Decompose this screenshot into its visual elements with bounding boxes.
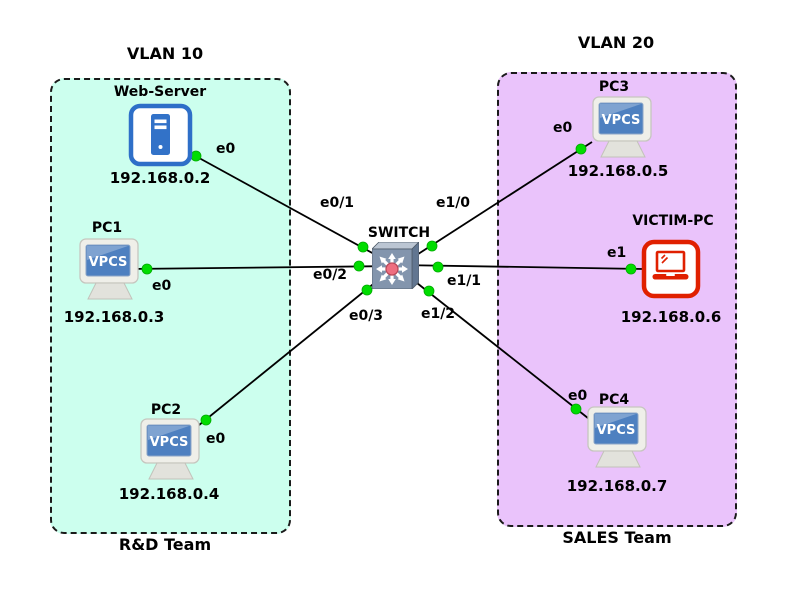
pc4-icon[interactable]: VPCS — [586, 406, 650, 472]
web-server-ip: 192.168.0.2 — [109, 169, 211, 187]
vlan20-team-label: SALES Team — [562, 528, 672, 547]
port-status-dot-pc4-e0 — [570, 403, 582, 415]
web-server-icon[interactable] — [128, 103, 193, 171]
pc3-ip: 192.168.0.5 — [567, 162, 669, 180]
pc4-name: PC4 — [598, 392, 630, 408]
pc1-icon[interactable]: VPCS — [78, 238, 142, 304]
pc2-port-label: e0 — [206, 431, 226, 447]
port-status-dot-switch-e0-2 — [353, 260, 365, 272]
web-server-port-label: e0 — [216, 141, 236, 157]
switch-name: SWITCH — [367, 225, 431, 241]
victim-pc-name: VICTIM-PC — [632, 213, 714, 229]
vpcs-screen-label: VPCS — [602, 113, 641, 128]
victim-pc-ip: 192.168.0.6 — [620, 308, 722, 326]
pc3-port-label: e0 — [553, 120, 573, 136]
switch-port-e0-1-label: e0/1 — [319, 195, 355, 211]
switch-port-e0-3-label: e0/3 — [348, 308, 384, 324]
pc2-name: PC2 — [150, 402, 182, 418]
vlan10-title: VLAN 10 — [126, 44, 204, 63]
port-status-dot-pc3-e0 — [575, 143, 587, 155]
port-status-dot-pc1-e0 — [141, 263, 153, 275]
switch-port-e0-2-label: e0/2 — [312, 267, 348, 283]
vpcs-screen-label: VPCS — [597, 423, 636, 438]
switch-port-e1-0-label: e1/0 — [435, 195, 471, 211]
pc2-ip: 192.168.0.4 — [118, 485, 220, 503]
vlan20-title: VLAN 20 — [577, 33, 655, 52]
pc3-icon[interactable]: VPCS — [591, 96, 655, 162]
victim-pc-icon[interactable] — [641, 239, 701, 303]
link-pc1-switch[interactable] — [127, 265, 399, 270]
port-status-dot-switch-e1-1 — [432, 261, 444, 273]
port-status-dot-victim-e1 — [625, 263, 637, 275]
port-status-dot-switch-e0-1 — [357, 241, 369, 253]
vpcs-screen-label: VPCS — [150, 435, 189, 450]
port-status-dot-switch-e1-0 — [426, 240, 438, 252]
pc1-name: PC1 — [91, 220, 123, 236]
port-status-dot-switch-e0-3 — [361, 284, 373, 296]
pc2-icon[interactable]: VPCS — [139, 418, 203, 484]
pc4-ip: 192.168.0.7 — [566, 477, 668, 495]
pc3-name: PC3 — [598, 79, 630, 95]
victim-pc-port-label: e1 — [607, 245, 627, 261]
switch-port-e1-2-label: e1/2 — [420, 306, 456, 322]
port-status-dot-pc2-e0 — [200, 414, 212, 426]
port-status-dot-switch-e1-2 — [423, 285, 435, 297]
pc1-ip: 192.168.0.3 — [63, 308, 165, 326]
vlan10-team-label: R&D Team — [118, 535, 212, 554]
pc4-port-label: e0 — [568, 388, 588, 404]
pc1-port-label: e0 — [152, 278, 172, 294]
switch-port-e1-1-label: e1/1 — [446, 273, 482, 289]
web-server-name: Web-Server — [113, 84, 207, 100]
vpcs-screen-label: VPCS — [89, 255, 128, 270]
switch-icon[interactable] — [371, 241, 420, 293]
